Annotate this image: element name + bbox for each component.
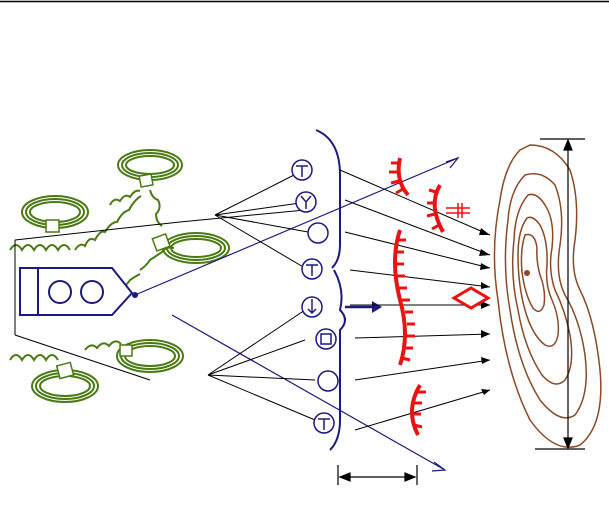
unit-t-1 [291, 159, 313, 181]
unit-circle-2 [317, 370, 339, 392]
tree-cluster-group [9, 149, 230, 403]
red-barrier-3 [393, 229, 407, 366]
background-lines [14, 209, 306, 381]
blue-line-upper [134, 157, 459, 296]
unit-t-3 [313, 412, 335, 434]
unit-box [315, 328, 337, 350]
command-post-icon [19, 267, 134, 316]
red-barrier-ticks [389, 161, 440, 429]
cluster-marker-1 [138, 173, 154, 188]
blue-line-lower [171, 314, 446, 471]
vertical-dimension [535, 138, 585, 450]
horizontal-dimension [337, 465, 418, 485]
blue-line-lower-arrowhead [431, 461, 447, 472]
bracket-upper [315, 129, 341, 269]
contour-3 [511, 193, 573, 385]
foliage-wave-3 [109, 189, 141, 206]
foliage-wave-1 [9, 244, 71, 252]
convergence-arrowheads [479, 228, 490, 395]
cluster-marker-5 [55, 361, 75, 380]
terrain-peak-dot [524, 270, 530, 276]
contour-5 [520, 233, 546, 313]
blue-brackets [315, 129, 346, 451]
fan-lines-upper [214, 171, 309, 269]
red-bridge-symbol [446, 203, 470, 218]
cluster-marker-4 [119, 344, 133, 357]
unit-circle-1 [307, 222, 329, 244]
foliage-wave-8 [84, 340, 122, 351]
bracket-lower [329, 269, 346, 451]
red-barrier-1 [396, 157, 410, 197]
red-barrier-4 [410, 383, 422, 436]
foliage-wave-7 [9, 354, 59, 362]
contour-2 [504, 173, 587, 419]
unit-y [295, 191, 317, 213]
contour-4 [517, 216, 560, 347]
contour-1 [493, 144, 602, 448]
cluster-markers [45, 173, 171, 380]
foliage-wave-4 [149, 189, 163, 227]
blue-arrow [345, 301, 382, 313]
red-diamond-icon [451, 286, 491, 310]
unit-arrow [301, 296, 323, 318]
unit-t-2 [301, 258, 323, 280]
cluster-marker-3 [151, 233, 171, 252]
foliage-wave-2 [74, 195, 142, 251]
red-barrier-2 [432, 183, 445, 233]
cluster-marker-2 [45, 219, 60, 233]
red-barriers [393, 157, 445, 436]
terrain-contours [493, 144, 602, 448]
blue-line-upper-arrowhead [445, 156, 460, 169]
fan-lines-lower [207, 309, 316, 421]
unit-symbols [291, 159, 339, 434]
